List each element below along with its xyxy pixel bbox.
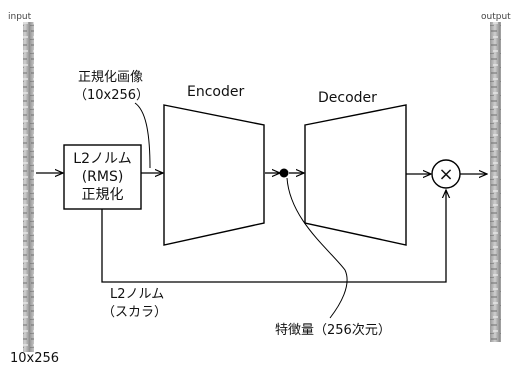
l2norm-box-line3: 正規化 (82, 187, 124, 203)
l2norm-box-line2: (RMS) (82, 169, 124, 185)
input-image-strip (23, 22, 34, 352)
l2norm-box-line1: L2ノルム (73, 151, 131, 167)
multiply-symbol: × (438, 164, 453, 185)
output-image-strip (490, 22, 501, 342)
normalized-image-label-line1: 正規化画像 (78, 70, 143, 85)
decoder-label: Decoder (318, 90, 377, 106)
feature-node (280, 169, 289, 178)
decoder-block (305, 105, 406, 245)
normalized-image-label-line2: （10x256） (74, 88, 149, 103)
encoder-label: Encoder (187, 84, 244, 100)
feature-label: 特徴量（256次元） (275, 322, 391, 338)
l2norm-scalar-line1: L2ノルム (110, 287, 164, 302)
size-label: 10x256 (10, 351, 59, 365)
encoder-block (164, 105, 264, 245)
l2norm-scalar-line2: （スカラ） (102, 305, 167, 320)
input-label: input (8, 12, 32, 22)
output-label: output (481, 12, 511, 22)
